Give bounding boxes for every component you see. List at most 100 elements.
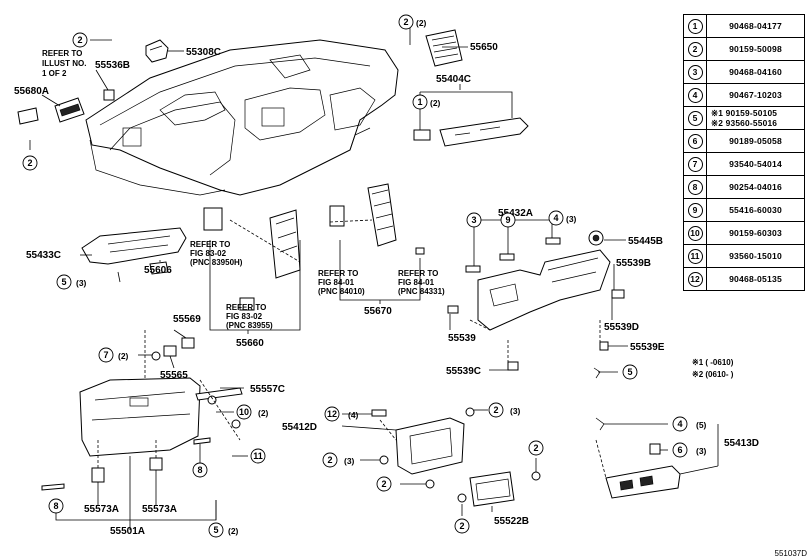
callout-4-55432a: 4 (3) bbox=[548, 210, 577, 226]
legend-value: 55416-60030 bbox=[706, 198, 805, 222]
label-55573a-left: 55573A bbox=[84, 504, 119, 515]
callout-11-55557c: 11 bbox=[250, 448, 266, 464]
note-fig83-02a-line3: (PNC 83950H) bbox=[190, 258, 243, 267]
label-55522b: 55522B bbox=[494, 516, 529, 527]
legend-row: 5 ※1 90159-50105※2 93560-55016 bbox=[683, 106, 805, 130]
svg-text:6: 6 bbox=[677, 445, 682, 455]
part-labels: 55308C 55650 55536B 55680A 55404C 55433C… bbox=[14, 42, 759, 537]
callout-6-55413d: 6(3) bbox=[672, 442, 707, 458]
svg-text:(2): (2) bbox=[416, 18, 427, 28]
footnotes: ※1 ( -0610) ※2 (0610- ) bbox=[692, 357, 733, 381]
callout-5-55539: 5 bbox=[622, 364, 638, 380]
callout-5-55501a: 5 (2) bbox=[208, 522, 239, 538]
footnote-2: ※2 (0610- ) bbox=[692, 370, 734, 379]
svg-text:(2): (2) bbox=[228, 526, 239, 536]
svg-text:(3): (3) bbox=[566, 214, 577, 224]
drawing-number: 551037D bbox=[774, 549, 807, 558]
legend-value: 90468-04177 bbox=[706, 14, 805, 38]
callout-7-55565: 7(2) bbox=[98, 347, 129, 363]
part-55432a-drawing bbox=[447, 230, 625, 379]
callout-2-55412d-a: 2 (3) bbox=[488, 402, 521, 418]
svg-text:(3): (3) bbox=[510, 406, 521, 416]
legend-value: 90468-05135 bbox=[706, 267, 805, 291]
label-55565: 55565 bbox=[160, 370, 188, 381]
note-fig83-02a-line2: FIG 83-02 bbox=[190, 249, 227, 258]
svg-text:8: 8 bbox=[53, 501, 58, 511]
svg-text:2: 2 bbox=[77, 35, 82, 45]
label-55660: 55660 bbox=[236, 338, 264, 349]
legend-key: 2 bbox=[687, 41, 703, 57]
label-55445b: 55445B bbox=[628, 236, 663, 247]
part-55670-drawing bbox=[329, 183, 425, 255]
label-55606: 55606 bbox=[144, 265, 172, 276]
svg-text:(3): (3) bbox=[76, 278, 87, 288]
label-55557c: 55557C bbox=[250, 384, 285, 395]
part-55433c-drawing bbox=[81, 227, 187, 275]
note-fig84-01b-line1: REFER TO bbox=[398, 269, 438, 278]
legend-value: 93560-15010 bbox=[706, 244, 805, 268]
svg-text:12: 12 bbox=[327, 409, 337, 419]
svg-text:3: 3 bbox=[471, 215, 476, 225]
label-55670: 55670 bbox=[364, 306, 392, 317]
part-55413d-drawing bbox=[595, 417, 681, 499]
svg-text:(2): (2) bbox=[258, 408, 269, 418]
note-fig84-01b-line3: (PNC 84331) bbox=[398, 287, 445, 296]
note-fig84-01a-line1: REFER TO bbox=[318, 269, 358, 278]
label-55501a: 55501A bbox=[110, 526, 145, 537]
svg-text:(4): (4) bbox=[348, 410, 359, 420]
legend-key: 7 bbox=[687, 156, 703, 172]
svg-text:10: 10 bbox=[239, 407, 249, 417]
dashed-lines bbox=[97, 219, 607, 479]
legend-key: 11 bbox=[687, 248, 703, 264]
part-55680a-drawing bbox=[17, 97, 85, 125]
part-55650-drawing bbox=[425, 29, 463, 67]
svg-text:4: 4 bbox=[553, 213, 558, 223]
legend-value: ※1 90159-50105 bbox=[711, 108, 778, 118]
legend-value-alt: ※2 93560-55016 bbox=[711, 118, 778, 128]
svg-text:5: 5 bbox=[61, 277, 66, 287]
legend-key: 9 bbox=[687, 202, 703, 218]
legend-key: 1 bbox=[687, 18, 703, 34]
svg-text:(3): (3) bbox=[344, 456, 355, 466]
label-55539c: 55539C bbox=[446, 366, 481, 377]
label-55539: 55539 bbox=[448, 333, 476, 344]
callout-2-top: 2 bbox=[72, 32, 88, 48]
note-fig84-01a-line2: FIG 84-01 bbox=[318, 278, 355, 287]
svg-text:8: 8 bbox=[197, 465, 202, 475]
svg-text:2: 2 bbox=[403, 17, 408, 27]
svg-text:(2): (2) bbox=[430, 98, 441, 108]
label-55413d: 55413D bbox=[724, 438, 759, 449]
note-fig84-01b-line2: FIG 84-01 bbox=[398, 278, 435, 287]
callout-2-55412d-b: 2(3) bbox=[322, 452, 355, 468]
legend-value: 90254-04016 bbox=[706, 175, 805, 199]
legend-value: 93540-54014 bbox=[706, 152, 805, 176]
svg-text:5: 5 bbox=[213, 525, 218, 535]
legend-key: 3 bbox=[687, 64, 703, 80]
callout-4-55413d: 4(5) bbox=[672, 416, 707, 432]
legend-key: 5 bbox=[687, 110, 703, 126]
label-55539e: 55539E bbox=[630, 342, 665, 353]
label-55433c: 55433C bbox=[26, 250, 61, 261]
label-55536b: 55536B bbox=[95, 60, 130, 71]
callout-10-55557c: 10 (2) bbox=[236, 404, 269, 420]
legend-value: 90159-60303 bbox=[706, 221, 805, 245]
svg-text:7: 7 bbox=[103, 350, 108, 360]
svg-text:2: 2 bbox=[493, 405, 498, 415]
svg-text:(5): (5) bbox=[696, 420, 707, 430]
callout-2-55522b-a: 2 bbox=[528, 440, 544, 456]
legend-value: 90189-05058 bbox=[706, 129, 805, 153]
legend-key: 4 bbox=[687, 87, 703, 103]
part-55660-drawing bbox=[203, 207, 301, 311]
